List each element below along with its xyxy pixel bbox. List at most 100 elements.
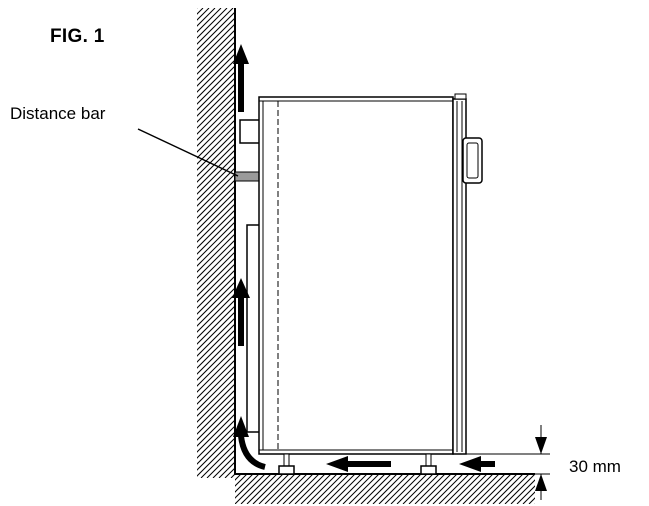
hatch-line: [312, 474, 344, 504]
hatch-line: [480, 474, 512, 504]
dimension-arrow-down: [535, 437, 547, 454]
hatch-line: [390, 474, 422, 504]
hatch-line: [235, 474, 266, 504]
hatch-line: [384, 474, 416, 504]
figure-title: FIG. 1: [50, 26, 105, 47]
dimension-arrow-up: [535, 474, 547, 491]
hatch-line: [360, 474, 392, 504]
hatch-line: [366, 474, 398, 504]
hatch-line: [197, 77, 235, 117]
hatch-line: [197, 209, 235, 249]
hatch-line: [528, 497, 535, 504]
hatch-line: [324, 474, 356, 504]
hatch-line: [420, 474, 452, 504]
hatch-line: [235, 474, 254, 493]
appliance-foot-left: [278, 453, 295, 475]
hatch-line: [468, 474, 500, 504]
hatch-line: [336, 474, 368, 504]
hatch-line: [235, 474, 242, 481]
wall-hatching: [197, 8, 235, 478]
hatch-line: [444, 474, 476, 504]
hatch-line: [408, 474, 440, 504]
hatch-line: [372, 474, 404, 504]
hatch-line: [197, 221, 235, 261]
hatch-line: [378, 474, 410, 504]
hatch-line: [402, 474, 434, 504]
hatch-line: [318, 474, 350, 504]
hatch-line: [264, 474, 296, 504]
hatch-line: [306, 474, 338, 504]
airflow-arrow-up-top: [233, 44, 249, 112]
hatch-line: [474, 474, 506, 504]
hatch-line: [396, 474, 428, 504]
hatch-line: [258, 474, 290, 504]
hatch-line: [197, 83, 235, 123]
hatch-line: [197, 8, 216, 27]
hatch-line: [282, 474, 314, 504]
hatch-line: [197, 29, 235, 69]
hatch-line: [197, 239, 235, 279]
hatch-line: [294, 474, 326, 504]
hatch-line: [197, 8, 222, 33]
door-handle: [462, 137, 483, 184]
airflow-arrow-curved: [233, 416, 266, 470]
rear-vent-box: [239, 119, 261, 144]
hatch-line: [197, 215, 235, 255]
hatch-line: [288, 474, 320, 504]
hatch-line: [426, 474, 458, 504]
hatch-line: [276, 474, 308, 504]
hatch-line: [492, 474, 524, 504]
hatch-line: [197, 233, 235, 273]
clearance-dimension-label: 30 mm: [569, 457, 621, 476]
hatch-line: [516, 485, 535, 504]
hatch-line: [235, 474, 236, 475]
hatch-line: [197, 365, 235, 405]
hatch-line: [197, 389, 235, 429]
hatch-line: [252, 474, 284, 504]
hatch-line: [197, 377, 235, 417]
hatch-line: [486, 474, 518, 504]
hatch-line: [300, 474, 332, 504]
hatch-line: [197, 59, 235, 99]
hatch-line: [197, 8, 228, 39]
hatch-line: [330, 474, 362, 504]
hatch-line: [414, 474, 446, 504]
hatch-line: [197, 53, 235, 93]
hatch-line: [197, 8, 204, 15]
hatch-line: [197, 71, 235, 111]
distance-bar-leader-line: [137, 128, 239, 177]
appliance-foot-right: [420, 453, 437, 475]
hatch-line: [197, 8, 210, 21]
airflow-arrow-up-middle: [232, 278, 250, 346]
hatch-line: [246, 474, 278, 504]
hatch-line: [235, 474, 248, 487]
hatch-line: [342, 474, 374, 504]
hatch-line: [197, 395, 235, 435]
hatch-line: [510, 479, 535, 504]
airflow-arrow-left-under: [326, 456, 391, 472]
hatch-line: [498, 474, 530, 504]
hatch-line: [197, 47, 235, 87]
hatch-line: [462, 474, 494, 504]
hatch-line: [197, 371, 235, 411]
distance-bar-label: Distance bar: [10, 104, 106, 123]
hatch-line: [197, 65, 235, 105]
hatch-line: [504, 474, 535, 504]
hatch-line: [197, 227, 235, 267]
hatch-line: [197, 11, 235, 51]
appliance-cabinet: [258, 96, 454, 455]
rear-air-duct: [246, 224, 259, 433]
appliance-door: [452, 93, 467, 455]
hatch-line: [456, 474, 488, 504]
hatch-line: [197, 8, 198, 9]
hatch-line: [348, 474, 380, 504]
hatch-line: [197, 383, 235, 423]
airflow-arrow-left-front: [459, 456, 495, 472]
hatch-line: [438, 474, 470, 504]
hatch-line: [432, 474, 464, 504]
hatch-line: [270, 474, 302, 504]
hatch-line: [240, 474, 272, 504]
hatch-line: [235, 474, 260, 499]
floor-hatching: [235, 474, 535, 504]
